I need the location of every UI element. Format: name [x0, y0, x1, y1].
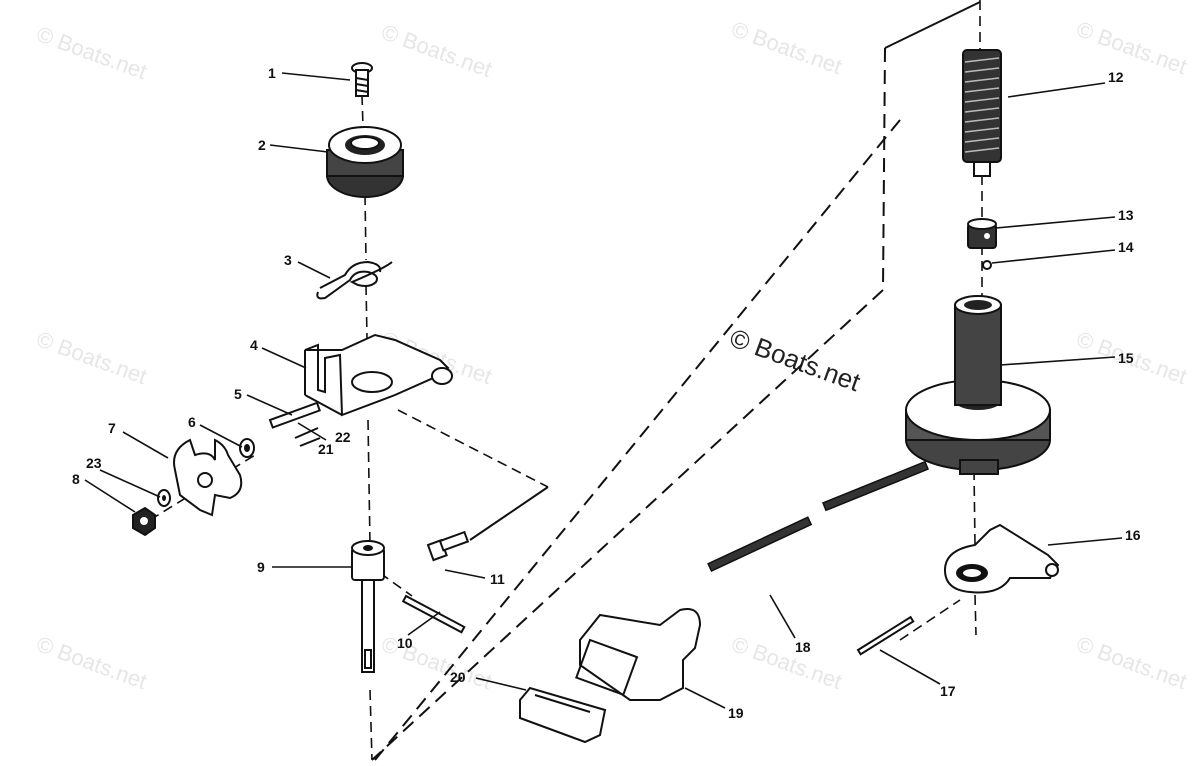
watermark-text: © Boats.net: [33, 631, 150, 694]
pin-part-17: [856, 615, 915, 656]
arm-part-16: [943, 523, 1060, 594]
ball-part-14: [982, 260, 992, 270]
label-part-2: 2: [258, 137, 266, 153]
watermark-main: © Boats.net: [726, 322, 865, 397]
watermark-text: © Boats.net: [33, 21, 150, 84]
label-part-8: 8: [72, 471, 80, 487]
watermark-text: © Boats.net: [1073, 631, 1190, 694]
watermark-text: © Boats.net: [728, 631, 845, 694]
collar-part-13: [967, 218, 997, 249]
threaded-shaft-part-12: [962, 49, 1002, 177]
label-part-3: 3: [284, 252, 292, 268]
watermark-layer: © Boats.net © Boats.net © Boats.net © Bo…: [33, 16, 1190, 694]
handle-part-19: [575, 608, 702, 701]
watermark-text: © Boats.net: [33, 326, 150, 389]
label-part-17: 17: [940, 683, 956, 699]
spring-clip-part-3: [316, 260, 393, 300]
watermark-text: © Boats.net: [1073, 16, 1190, 79]
label-part-13: 13: [1118, 207, 1134, 223]
label-part-9: 9: [257, 559, 265, 575]
rope-part-18: [707, 460, 929, 572]
label-part-5: 5: [234, 386, 242, 402]
screw-part-1: [351, 62, 373, 97]
label-part-21: 21: [318, 441, 334, 457]
pulley-part-15: [905, 295, 1051, 475]
washer-part-23: [157, 489, 171, 507]
label-part-23: 23: [86, 455, 102, 471]
watermark-text: © Boats.net: [378, 19, 495, 82]
label-part-12: 12: [1108, 69, 1124, 85]
gear-part-2: [326, 126, 404, 198]
label-part-11: 11: [490, 571, 505, 587]
label-part-20: 20: [450, 669, 466, 685]
watermark-text: © Boats.net: [728, 16, 845, 79]
label-part-18: 18: [795, 639, 811, 655]
lever-plate-part-7: [173, 438, 243, 517]
label-part-14: 14: [1118, 239, 1134, 255]
label-part-6: 6: [188, 414, 196, 430]
label-part-22: 22: [335, 429, 351, 445]
label-part-7: 7: [108, 420, 116, 436]
insert-part-20: [519, 686, 607, 744]
leader-lines: [84, 72, 1123, 709]
rod-part-9: [351, 540, 385, 673]
label-part-19: 19: [728, 705, 744, 721]
label-part-4: 4: [250, 337, 258, 353]
bracket-part-4: [304, 333, 453, 417]
label-part-15: 15: [1118, 350, 1134, 366]
label-part-16: 16: [1125, 527, 1141, 543]
pin-part-10: [401, 594, 466, 634]
washer-part-6: [239, 438, 255, 458]
label-part-10: 10: [397, 635, 413, 651]
nut-part-8: [132, 506, 156, 537]
pin-part-5: [268, 401, 322, 447]
label-part-1: 1: [268, 65, 276, 81]
screw-part-11: [426, 530, 470, 562]
part-labels: 1 2 3 4 5 6 7 8 9 10 11 12 13 14 15 16 1…: [72, 65, 1141, 721]
